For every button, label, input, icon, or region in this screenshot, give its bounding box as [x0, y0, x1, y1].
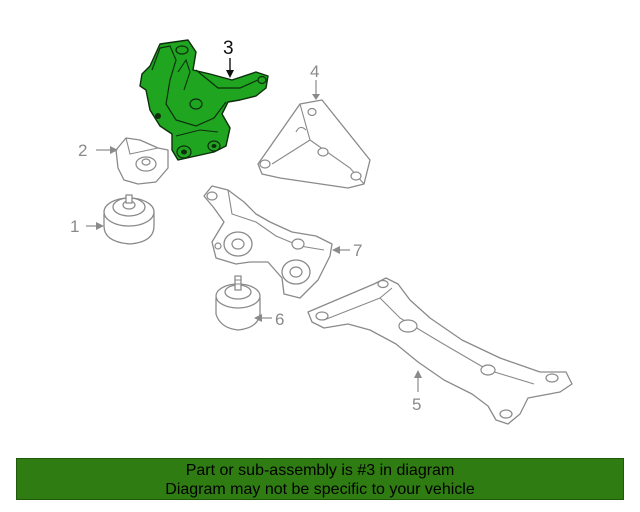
callout-5-label[interactable]: 5	[412, 395, 421, 414]
callout-7-arrow	[332, 246, 340, 254]
part-1-engine-mount[interactable]	[103, 194, 155, 245]
callout-5-arrow	[414, 370, 422, 378]
callout-3-label[interactable]: 3	[223, 38, 234, 59]
part-3-engine-mount-bracket[interactable]	[139, 39, 269, 161]
callout-3-arrow	[226, 70, 234, 78]
parts-diagram: 3 4 2 1	[70, 38, 573, 425]
part-2-mount-bracket[interactable]	[115, 137, 169, 185]
callout-1-label[interactable]: 1	[70, 217, 79, 236]
banner-line-1: Part or sub-assembly is #3 in diagram	[185, 462, 455, 479]
callout-2-label[interactable]: 2	[78, 141, 87, 160]
part-7-mount-bracket-arm[interactable]	[203, 185, 333, 299]
part-6-transmission-mount[interactable]	[215, 275, 261, 331]
callout-6-arrow	[254, 314, 262, 322]
part-info-banner: Part or sub-assembly is #3 in diagram Di…	[16, 458, 624, 500]
callout-4-label[interactable]: 4	[310, 62, 319, 81]
part-4-transmission-bracket[interactable]	[257, 99, 371, 189]
callout-6-label[interactable]: 6	[275, 310, 284, 329]
banner-line-2: Diagram may not be specific to your vehi…	[165, 481, 475, 498]
callout-1-arrow	[96, 222, 104, 230]
callout-7-label[interactable]: 7	[353, 241, 362, 260]
part-5-crossmember[interactable]	[307, 277, 573, 425]
callout-2-arrow	[110, 146, 118, 154]
callout-4-arrow	[312, 94, 320, 100]
